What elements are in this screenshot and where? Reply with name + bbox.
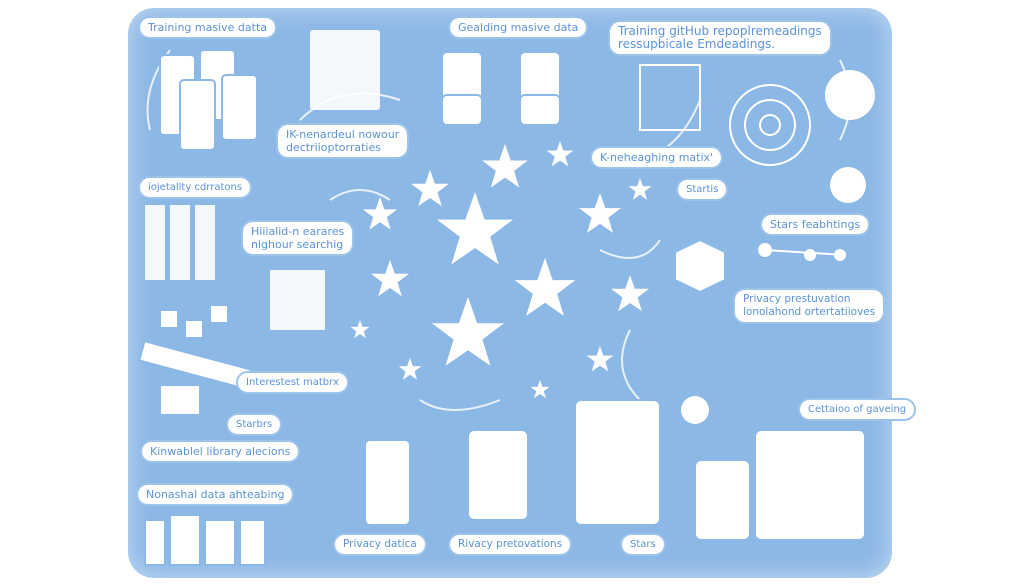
globe-icon bbox=[639, 64, 811, 166]
document-icon bbox=[310, 30, 380, 110]
label-privacy-datica: Privacy datica bbox=[335, 535, 425, 554]
label-text: iojetallty cdrratons bbox=[148, 182, 243, 193]
star-icon bbox=[611, 275, 649, 312]
star-icon bbox=[398, 358, 422, 380]
label-text: Kinwablel library alecions bbox=[150, 445, 291, 458]
label-text: nighour searchig bbox=[251, 238, 344, 251]
label-text: Stars bbox=[630, 539, 656, 550]
label-text: Startis bbox=[686, 184, 719, 195]
server-block-icon bbox=[441, 51, 561, 126]
label-text: Stars feabhtings bbox=[770, 218, 861, 231]
label-starbrs: Starbrs bbox=[228, 415, 281, 434]
face-icon bbox=[825, 70, 875, 120]
label-text: Gealding masive data bbox=[458, 21, 579, 34]
label-kinwablel: Kinwablel library alecions bbox=[142, 442, 299, 461]
server-stack-icon bbox=[159, 49, 258, 151]
star-icon bbox=[431, 297, 505, 366]
star-icon bbox=[530, 380, 550, 399]
blocks-icon bbox=[138, 304, 252, 416]
label-text: ressupbicale Emdeadings. bbox=[618, 37, 776, 51]
cube-icon bbox=[674, 238, 726, 294]
label-text: Training gitHub repoplremeadings bbox=[618, 24, 822, 38]
star-icon bbox=[514, 258, 576, 316]
label-text: Interestest matbrx bbox=[246, 377, 339, 388]
orb-icon bbox=[681, 396, 709, 424]
label-iojetallty: iojetallty cdrratons bbox=[140, 178, 251, 197]
label-text: dectriioptorraties bbox=[286, 141, 381, 154]
label-text: IK-nenardeul nowour bbox=[286, 128, 400, 141]
label-stars-feab: Stars feabhtings bbox=[762, 215, 869, 234]
label-text: Privacy prestuvation bbox=[743, 293, 851, 305]
label-text: Starbrs bbox=[236, 419, 273, 430]
star-icon bbox=[350, 320, 370, 339]
star-icon bbox=[482, 144, 528, 188]
label-gealding: Gealding masive data bbox=[450, 18, 587, 37]
label-text: lonolahond ortertatiioves bbox=[743, 306, 876, 318]
label-text: Cettaioo of gaveing bbox=[808, 404, 907, 415]
star-icon bbox=[546, 141, 574, 167]
label-text: Privacy datica bbox=[343, 538, 417, 550]
label-text: Nonashal data ahteabing bbox=[146, 488, 285, 501]
star-icon bbox=[411, 170, 449, 207]
label-startis: Startis bbox=[678, 180, 727, 199]
label-text: Training masive datta bbox=[148, 21, 268, 34]
label-rivacy: Rivacy pretovations bbox=[450, 535, 571, 554]
star-icon bbox=[586, 346, 614, 372]
star-icon bbox=[579, 193, 621, 233]
star-icon bbox=[362, 197, 398, 230]
books-icon bbox=[145, 205, 325, 330]
label-matix: K-neheaghing matix' bbox=[592, 148, 722, 167]
label-cettaioo: Cettaioo of gaveing bbox=[800, 400, 915, 419]
lightbulb-icon bbox=[830, 167, 866, 203]
label-text: K-neheaghing matix' bbox=[600, 151, 714, 164]
label-text: Rivacy pretovations bbox=[458, 538, 563, 550]
star-icon bbox=[437, 192, 513, 265]
star-icon bbox=[628, 178, 652, 200]
building-icon bbox=[144, 399, 866, 566]
star-icon bbox=[371, 260, 409, 297]
label-text: Hiiialid-n earares bbox=[251, 225, 345, 238]
label-stars: Stars bbox=[622, 535, 664, 554]
label-nonashal: Nonashal data ahteabing bbox=[138, 485, 293, 504]
label-interestest: Interestest matbrx bbox=[238, 373, 347, 392]
label-training-masive: Training masive datta bbox=[140, 18, 276, 37]
network-icon bbox=[758, 243, 846, 261]
